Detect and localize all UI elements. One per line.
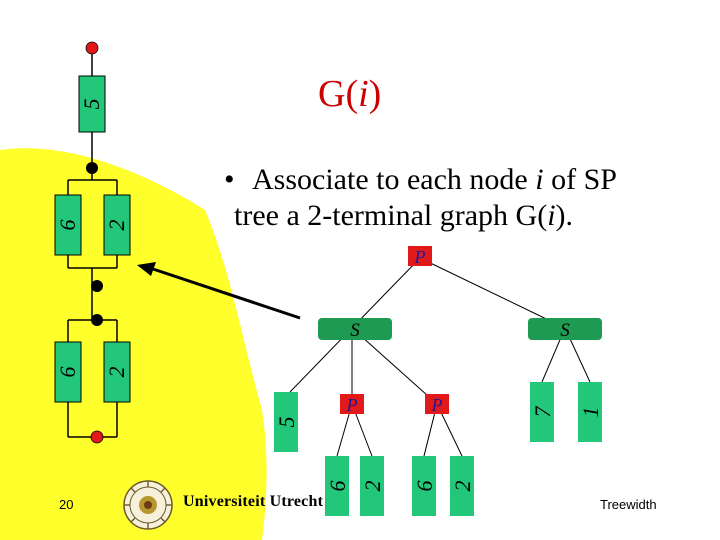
tree-node-s-right — [528, 318, 602, 340]
tree-leaf-7-label: 7 — [530, 406, 555, 418]
tree-leaf-2a — [360, 456, 384, 516]
tree-leaf-2a-label: 2 — [360, 481, 385, 492]
footer-label: Treewidth — [600, 497, 657, 512]
inner-vertex — [91, 314, 103, 326]
edge-label-bot-left: 6 — [55, 367, 80, 378]
tree-node-p-right — [425, 394, 449, 414]
edge-label-bot-right: 2 — [104, 367, 129, 378]
tree-node-p-right-label: P — [431, 395, 443, 415]
tree-leaf-2b-label: 2 — [450, 481, 475, 492]
tree-leaf-2b — [450, 456, 474, 516]
tree-leaf-6a — [325, 456, 349, 516]
edge-box — [78, 75, 106, 133]
title-variable: i — [358, 73, 369, 115]
tree-node-s-left — [318, 318, 392, 340]
source-terminal — [85, 41, 99, 55]
bullet-line-2-text-b: ). — [555, 199, 574, 232]
slide-title: G(i) — [318, 72, 381, 116]
inner-vertex — [86, 162, 98, 174]
sink-terminal — [90, 430, 104, 444]
edge-box — [103, 341, 131, 403]
tree-edge — [351, 327, 438, 405]
university-name: Universiteit Utrecht — [183, 493, 324, 510]
bullet-line-1-variable: i — [535, 163, 544, 196]
tree-node-s-right-label: S — [560, 320, 570, 341]
title-prefix: G( — [318, 73, 359, 115]
bullet-line-1-text-a: Associate to each node — [252, 163, 536, 196]
edge-label-mid-left: 6 — [55, 220, 80, 231]
tree-leaf-1-label: 1 — [578, 407, 603, 418]
bullet-symbol: • — [224, 163, 235, 196]
edge-label-mid-right: 2 — [104, 220, 129, 231]
sp-tree: P S S P P 5 6 2 6 2 7 1 — [274, 246, 603, 516]
edge-label-top: 5 — [79, 99, 104, 110]
tree-leaf-1 — [578, 382, 602, 442]
page-number: 20 — [59, 497, 74, 512]
edge-box — [54, 341, 82, 403]
bullet-line-2-variable: i — [547, 199, 556, 232]
association-arrow — [137, 262, 301, 320]
inner-vertex — [91, 280, 103, 292]
tree-leaf-6a-label: 6 — [325, 481, 350, 492]
tree-leaf-5-label: 5 — [274, 417, 299, 428]
tree-leaf-5 — [274, 392, 298, 452]
yellow-background-shape — [0, 148, 267, 540]
edge-box — [103, 194, 131, 256]
bullet-line-2: tree a 2-terminal graph G(i). — [234, 198, 573, 234]
tree-leaf-6b — [412, 456, 436, 516]
two-terminal-graph: 5 6 2 6 2 — [54, 41, 131, 444]
edge-box — [54, 194, 82, 256]
tree-leaf-6b-label: 6 — [412, 481, 437, 492]
tree-node-root-p — [408, 246, 432, 266]
tree-node-s-left-label: S — [350, 320, 360, 341]
tree-node-p-left-label: P — [346, 395, 358, 415]
tree-leaf-7 — [530, 382, 554, 442]
tree-node-root-label: P — [414, 247, 426, 267]
tree-edge — [351, 257, 421, 329]
tree-node-p-left — [340, 394, 364, 414]
bullet-line-2-text-a: tree a 2-terminal graph G( — [234, 199, 548, 232]
tree-edge — [419, 257, 566, 329]
title-suffix: ) — [368, 73, 382, 115]
bullet-line-1: Associate to each node i of SP — [252, 162, 617, 198]
bullet-line-1-text-b: of SP — [543, 163, 617, 196]
university-seal-logo — [123, 480, 173, 530]
